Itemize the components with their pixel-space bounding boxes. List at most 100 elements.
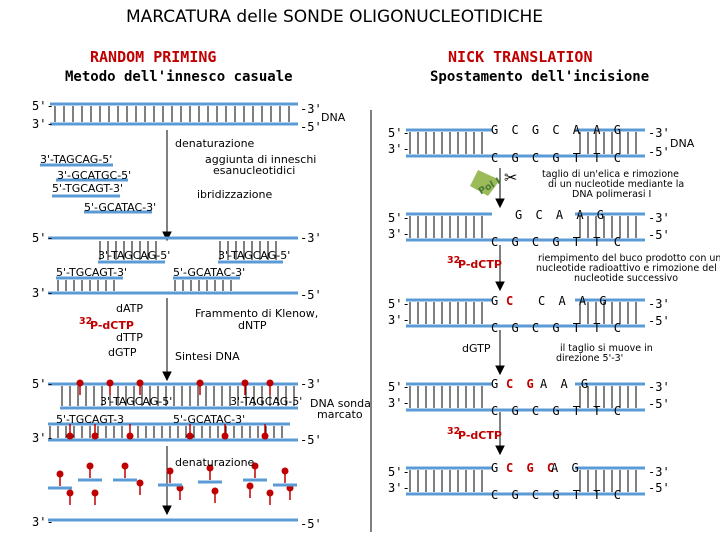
- r3-left-rungs: [410, 302, 482, 324]
- hyb-c-rungs: [58, 280, 114, 291]
- fragment-label-3-head: [167, 468, 174, 475]
- r5-5end-label: -5': [648, 482, 670, 494]
- r2-3end-label: -3': [648, 212, 670, 224]
- r-dna-label: DNA: [670, 138, 694, 149]
- r1-3-label: 3'-: [388, 143, 410, 155]
- r2-top-seq: G C A A G: [515, 209, 607, 221]
- r4-bot-seq: C G C G T T C: [491, 405, 624, 417]
- final-label-0-head: [67, 490, 74, 497]
- bot-3-label: 3'-: [32, 516, 54, 528]
- klenow-label: Frammento di Klenow,: [195, 308, 318, 319]
- labeled-label: marcato: [317, 409, 363, 420]
- syn-5-label: 5'-: [32, 378, 54, 390]
- r1-left-rungs: [410, 132, 482, 154]
- dsdna-5end-label: -5': [300, 121, 322, 133]
- right-heading: NICK TRANSLATION: [448, 50, 593, 65]
- syn-label-bot-4-head: [222, 433, 229, 440]
- syn-label-bot-3-head: [187, 433, 194, 440]
- r4-top-b: C G: [506, 378, 537, 390]
- r1-5-label: 5'-: [388, 127, 410, 139]
- final-label-1-head: [92, 490, 99, 497]
- bot-5end-label: -5': [300, 518, 322, 530]
- r4-left-rungs: [410, 386, 482, 408]
- left-heading: RANDOM PRIMING: [90, 50, 216, 65]
- hyb-d-rungs: [175, 280, 231, 291]
- left-subheading: Metodo dell'innesco casuale: [65, 70, 293, 84]
- dsdna-3-label: 3'-: [32, 118, 54, 130]
- denaturation-label: denaturazione: [175, 138, 254, 149]
- syn-label-bot-1-head: [92, 433, 99, 440]
- syn-label-top-3-head: [197, 380, 204, 387]
- r-dctp2-label: P-dCTP: [458, 430, 502, 441]
- r4-top-a: G: [491, 378, 501, 390]
- dna-label: DNA: [321, 112, 345, 123]
- ds-rungs: [55, 106, 289, 122]
- syn-label-bot-0-head: [67, 433, 74, 440]
- syn-primer-a: 3'-TAGCAG-5': [100, 396, 172, 407]
- r3-top-c: C A A G: [538, 295, 610, 307]
- r5-3end-label: -3': [648, 466, 670, 478]
- primer-4: 5'-GCATAC-3': [84, 202, 156, 213]
- hyb-3end-label: -3': [300, 232, 322, 244]
- syn-primer-b: 3'-TAGCAG-5': [230, 396, 302, 407]
- p32-dctp-label: P-dCTP: [90, 320, 134, 331]
- syn-label-bot-2-head: [127, 433, 134, 440]
- dsdna-5-label: 5'-: [32, 100, 54, 112]
- primer-2: 3'-GCATGC-5': [57, 170, 131, 181]
- r3-top-b: C: [506, 295, 516, 307]
- r3-bot-seq: C G C G T T C: [491, 322, 624, 334]
- syn-label-top-4-head: [242, 380, 249, 387]
- dsdna-3end-label: -3': [300, 103, 322, 115]
- primer-3: 5'-TGCAGT-3': [52, 183, 123, 194]
- syn-primer-d: 5'-GCATAC-3': [173, 414, 245, 425]
- syn-label-top-2-head: [137, 380, 144, 387]
- page-title: MARCATURA delle SONDE OLIGONUCLEOTIDICHE: [126, 9, 543, 26]
- hybridization-label: ibridizzazione: [197, 189, 272, 200]
- arrow-synthesis: [163, 298, 171, 380]
- r5-3-label: 3'-: [388, 482, 410, 494]
- syn-3end-label: -3': [300, 378, 322, 390]
- hyb-primer-c: 5'-TGCAGT-3': [56, 267, 127, 278]
- final-label-5-head: [247, 483, 254, 490]
- right-subheading: Spostamento dell'incisione: [430, 70, 649, 84]
- r5-top-c: A G: [551, 462, 582, 474]
- r2-5end-label: -5': [648, 229, 670, 241]
- r4-5end-label: -5': [648, 398, 670, 410]
- r5-5-label: 5'-: [388, 466, 410, 478]
- syn-primer-c: 5'-TGCAGT-3: [56, 414, 124, 425]
- nick-desc-3: DNA polimerasi I: [572, 190, 651, 200]
- dttp-label: dTTP: [116, 332, 143, 343]
- r5-left-rungs: [410, 470, 482, 492]
- primer-1: 3'-TAGCAG-5': [40, 154, 112, 165]
- r3-3-label: 3'-: [388, 314, 410, 326]
- r4-3end-label: -3': [648, 381, 670, 393]
- r-dgtp-label: dGTP: [462, 343, 490, 354]
- r2-bot-seq: C G C G T T C: [491, 236, 624, 248]
- r5-top-a: G: [491, 462, 501, 474]
- r3-5end-label: -5': [648, 315, 670, 327]
- r3-3end-label: -3': [648, 298, 670, 310]
- syn-label-bot-5-head: [262, 433, 269, 440]
- r1-bot-seq: C G C G T T C: [491, 152, 624, 164]
- hyb-primer-a: 3'-TAGCAG-5': [98, 250, 170, 261]
- scissors-icon: ✂: [504, 170, 517, 186]
- dgtp-label: dGTP: [108, 347, 136, 358]
- r2-left-rungs: [410, 216, 482, 238]
- arrow-fill2: [496, 330, 504, 374]
- arrow-denaturation: [163, 130, 171, 240]
- r2-3-label: 3'-: [388, 228, 410, 240]
- r4-top-c: A A G: [540, 378, 591, 390]
- fragment-label-1-head: [87, 463, 94, 470]
- r2-5-label: 5'-: [388, 212, 410, 224]
- final-denaturation-label: denaturazione: [175, 457, 254, 468]
- fill-desc-3: nucleotide successivo: [574, 274, 678, 284]
- fragment-label-6-head: [282, 468, 289, 475]
- hyb-primer-d: 5'-GCATAC-3': [173, 267, 245, 278]
- syn-3-label: 3'-: [32, 432, 54, 444]
- r3-top-a: G: [491, 295, 501, 307]
- dntp-label: dNTP: [238, 320, 267, 331]
- r4-3-label: 3'-: [388, 397, 410, 409]
- datp-label: dATP: [116, 303, 143, 314]
- r5-bot-seq: C G C G T T C: [491, 489, 624, 501]
